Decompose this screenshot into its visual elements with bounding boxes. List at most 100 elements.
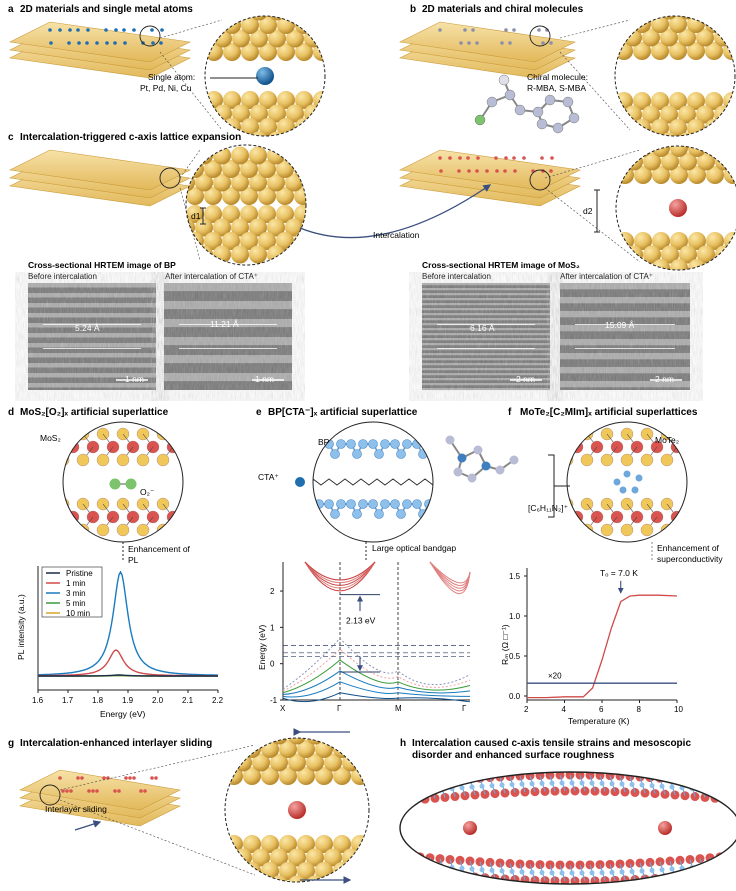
atom <box>445 776 455 786</box>
atom <box>445 435 455 445</box>
atom <box>700 870 710 880</box>
y-tick-label: 1 <box>270 623 275 632</box>
bond <box>334 503 358 515</box>
connector-line <box>59 744 256 791</box>
atom <box>706 232 724 250</box>
intercalant-dot <box>76 28 80 32</box>
atom <box>261 835 279 853</box>
atom <box>495 465 505 475</box>
atom <box>276 205 294 223</box>
x-axis-label: Energy (eV) <box>100 709 146 719</box>
x-tick-label: 6 <box>599 705 604 714</box>
p-atom <box>390 439 400 449</box>
atom <box>276 160 294 178</box>
atom <box>678 28 696 47</box>
bond <box>567 433 578 448</box>
atom <box>639 782 645 788</box>
intercalant-dot <box>87 789 91 793</box>
atom <box>204 160 222 178</box>
circle-outline <box>312 421 434 543</box>
atom <box>285 173 303 192</box>
svg-text:BP[CTA⁻]ₓ artificial superlatt: BP[CTA⁻]ₓ artificial superlattice <box>268 407 418 418</box>
lattice-atom <box>660 453 674 467</box>
intercalant-atom <box>288 801 306 819</box>
atom <box>324 738 342 745</box>
atom <box>234 875 252 882</box>
p-atom <box>358 499 368 509</box>
atom <box>649 867 655 873</box>
atom <box>651 42 669 60</box>
intercalant-dot <box>113 41 117 45</box>
atom <box>615 28 624 47</box>
atom <box>294 187 306 205</box>
x-axis-label: Temperature (K) <box>568 716 630 726</box>
slab-layer <box>9 149 191 191</box>
atom <box>258 160 276 178</box>
cta-head <box>295 477 305 487</box>
valence-band <box>282 692 471 703</box>
atom <box>675 775 685 785</box>
atom <box>322 29 325 48</box>
lattice-atom <box>76 453 90 467</box>
p-atom <box>380 439 390 449</box>
intercalant-dot <box>475 169 479 173</box>
x-tick-label: 2.2 <box>212 696 224 705</box>
atom <box>633 16 651 33</box>
atom <box>719 862 725 868</box>
atom <box>186 187 204 205</box>
svg-text:a: a <box>8 4 14 15</box>
y-tick-label: 0.0 <box>509 692 521 701</box>
atom <box>304 131 322 136</box>
atom <box>642 105 660 124</box>
atom <box>615 119 633 136</box>
atom <box>213 218 231 237</box>
atom <box>267 146 285 165</box>
intercalant-dot <box>106 776 110 780</box>
atom <box>440 870 450 880</box>
atom <box>597 119 615 137</box>
c2mim-molecule-icon <box>445 435 519 483</box>
atom <box>479 867 485 873</box>
series-Pristine <box>38 674 218 677</box>
scale-annotation: ×20 <box>548 671 562 680</box>
atom <box>519 869 525 875</box>
mos2-spacing-before: 6.16 Å <box>470 323 495 333</box>
atom <box>268 16 286 21</box>
intercalant-dot <box>466 156 470 160</box>
lattice-atom <box>567 427 574 441</box>
intercalant-dot <box>58 28 62 32</box>
atom <box>288 753 306 772</box>
intercalant-dot <box>475 41 479 45</box>
atom <box>279 767 297 785</box>
atom <box>267 173 285 192</box>
bond <box>719 782 726 800</box>
atom <box>429 863 435 869</box>
atom <box>297 835 315 853</box>
bond <box>422 443 433 455</box>
intercalant-dot <box>95 41 99 45</box>
mos2-spacing-after: 15.09 Å <box>605 320 635 330</box>
bp-before-image <box>28 283 156 390</box>
atom <box>186 218 195 237</box>
atom <box>669 866 675 872</box>
atom <box>732 132 735 136</box>
intercalant-dot <box>124 776 128 780</box>
atom <box>351 862 369 880</box>
intercalant-dot <box>471 28 475 32</box>
intercalant-dot <box>438 156 442 160</box>
intercalant-dot <box>58 776 62 780</box>
x-tick-label: Γ <box>462 704 467 713</box>
atom <box>624 132 642 136</box>
p-atom <box>346 439 356 449</box>
atom <box>400 866 410 876</box>
intercalant-dot <box>102 776 106 780</box>
intercalant-dot <box>540 156 544 160</box>
atom <box>415 778 425 788</box>
intercalant-dot <box>139 789 143 793</box>
atom <box>629 869 635 875</box>
svg-text:Pt, Pd, Ni, Cu: Pt, Pd, Ni, Cu <box>140 83 192 93</box>
atom <box>205 16 223 34</box>
highlight-ring <box>529 25 551 47</box>
atom <box>400 780 405 790</box>
